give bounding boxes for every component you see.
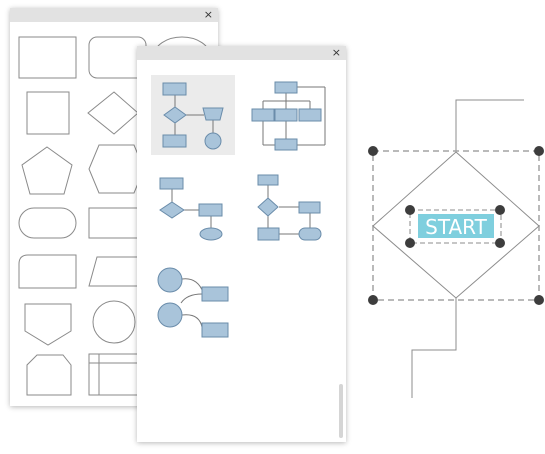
resize-handle-top-left[interactable] [368,146,378,156]
org-node [274,138,298,151]
process-node [162,134,187,148]
label-selection-box [409,209,502,244]
decision-node [257,197,279,217]
circle-shape[interactable] [92,300,136,344]
terminator-node [199,227,223,241]
connector-line [180,293,203,304]
templates-panel: × [137,46,346,442]
org-chart-template[interactable] [244,75,328,155]
octagon-shape[interactable] [26,354,72,396]
decision-flow-template[interactable] [244,172,328,252]
hexagon-shape[interactable] [88,144,145,194]
shapes-panel-close-button[interactable]: × [203,8,213,21]
pentagon-shape[interactable] [21,146,73,195]
subtopic-node [201,286,229,302]
templates-panel-titlebar[interactable] [137,46,346,60]
terminator-shape[interactable] [18,207,77,239]
topic-node [157,302,183,328]
shapes-panel-titlebar[interactable] [10,8,218,22]
process-node [159,177,184,190]
templates-panel-close-button[interactable]: × [331,46,341,59]
square-shape[interactable] [26,91,70,135]
templates-panel-scrollbar[interactable] [339,384,343,438]
label-handle-bottom-left[interactable] [405,238,415,248]
start-label: START [425,215,487,239]
process-node [257,174,279,186]
offpage-connector-shape[interactable] [24,303,72,346]
mind-map-template[interactable] [151,265,235,345]
org-node [298,108,322,122]
diamond-shape[interactable] [87,91,139,135]
incoming-connector[interactable] [455,99,524,152]
resize-handle-bottom-left[interactable] [368,295,378,305]
process-node [162,82,187,96]
label-handle-bottom-right[interactable] [495,238,505,248]
connector-node [204,132,222,150]
resize-handle-top-right[interactable] [534,146,544,156]
flowchart-template[interactable] [151,75,235,155]
outgoing-connector[interactable] [411,298,457,398]
decision-node [163,106,187,124]
terminator-node [298,227,322,241]
label-handle-top-left[interactable] [405,205,415,215]
start-label-box[interactable] [418,214,494,238]
org-node [274,108,298,122]
process-node [298,201,321,214]
subtopic-node [201,322,229,338]
process-map-template[interactable] [151,172,235,252]
connector-line [181,314,203,328]
topic-node [157,267,183,293]
org-node [274,81,298,94]
decision-node [159,201,185,219]
label-handle-top-right[interactable] [495,205,505,215]
process-node [257,227,280,241]
process-node [198,203,223,217]
org-node [251,108,275,122]
resize-handle-bottom-right[interactable] [534,295,544,305]
rectangle-shape[interactable] [18,36,77,79]
manual-input-shape[interactable] [18,254,77,289]
manual-operation-node [202,107,224,121]
